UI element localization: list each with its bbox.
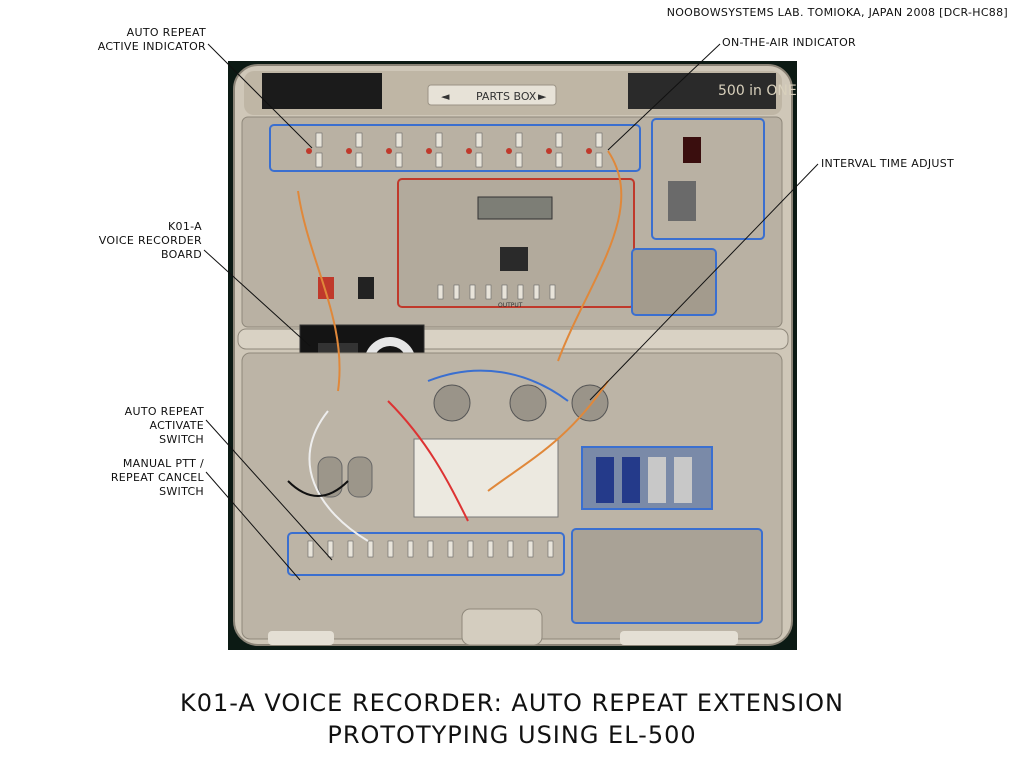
svg-text:►: ►	[538, 90, 547, 103]
title-line-2: PROTOTYPING USING EL-500	[327, 721, 697, 749]
output-text: OUTPUT	[498, 302, 523, 309]
label-auto-repeat-indicator: AUTO REPEAT ACTIVE INDICATOR	[97, 26, 206, 53]
credit-line: NOOBOWSYSTEMS LAB. TOMIOKA, JAPAN 2008 […	[666, 6, 1008, 19]
el-500-kit-illustration: 500 in ONE PARTS BOX ◄ ►	[233, 64, 797, 646]
label-interval-time: INTERVAL TIME ADJUST	[821, 157, 955, 170]
brand-text: 500 in ONE	[718, 83, 797, 99]
label-manual-ptt: MANUAL PTT / REPEAT CANCEL SWITCH	[110, 457, 204, 498]
lid-window-left	[262, 73, 382, 109]
keypad	[571, 528, 763, 624]
svg-text:◄: ◄	[441, 90, 450, 103]
title-line-1: K01-A VOICE RECORDER: AUTO REPEAT EXTENS…	[179, 689, 845, 717]
manual-ptt-switch	[317, 456, 343, 498]
parts-box-plate	[427, 84, 557, 106]
lcd-screen	[477, 196, 553, 220]
label-voice-board: K01-A VOICE RECORDER BOARD	[98, 220, 202, 261]
auto-repeat-switch	[347, 456, 373, 498]
kit-photo: 500 in ONE PARTS BOX ◄ ►	[228, 61, 797, 650]
label-on-the-air: ON-THE-AIR INDICATOR	[722, 36, 856, 49]
parts-box-text: PARTS BOX	[476, 90, 537, 103]
knob-2	[509, 384, 547, 422]
black-terminal	[358, 277, 374, 299]
label-auto-repeat-switch: AUTO REPEAT ACTIVATE SWITCH	[124, 405, 204, 446]
knob-1	[433, 384, 471, 422]
speaker-grille	[631, 248, 717, 316]
breadboard	[413, 438, 559, 518]
